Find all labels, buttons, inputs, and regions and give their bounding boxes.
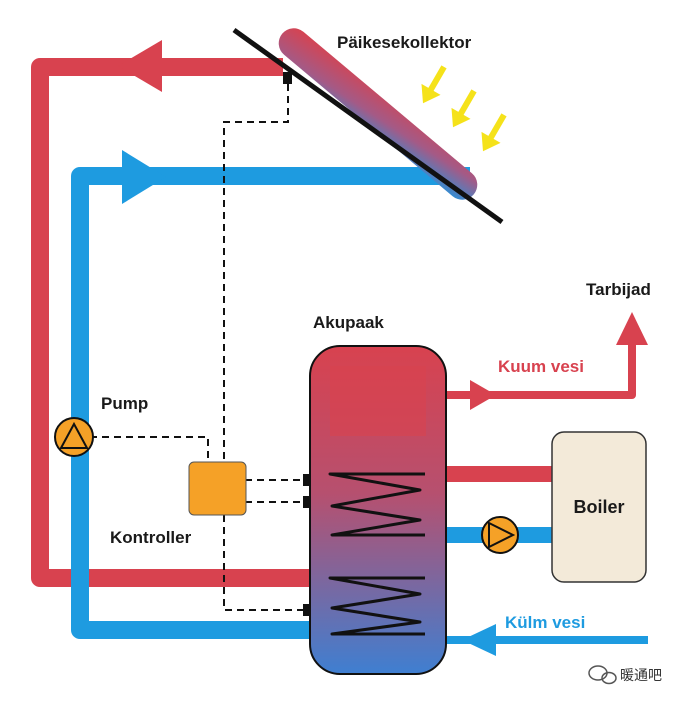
solar-collector — [278, 28, 478, 200]
tank-sensor-3 — [303, 604, 311, 616]
hot-water-label: Kuum vesi — [498, 357, 584, 376]
watermark-text: 暖通吧 — [620, 668, 662, 684]
cold-supply-pipe — [71, 167, 470, 639]
cold-water-label: Külm vesi — [505, 613, 585, 632]
controller-label: Kontroller — [110, 528, 192, 547]
boiler-pump-icon — [481, 516, 519, 554]
control-wiring — [90, 84, 305, 611]
hot-water-out-pipe — [446, 334, 636, 399]
solar-pump-icon — [54, 417, 94, 457]
upper-coil — [328, 472, 425, 537]
sun-ray-arrow-icon — [421, 65, 507, 152]
collector-frame-line — [232, 27, 504, 225]
tank-sensor-2 — [303, 496, 311, 508]
tank-hot-zone — [330, 366, 426, 436]
tank-sensor-1 — [303, 474, 311, 486]
consumers-label: Tarbijad — [586, 280, 651, 299]
hot-water-out-arrow-icon — [470, 380, 496, 410]
collector-sensor — [283, 72, 292, 84]
lower-coil — [328, 576, 425, 636]
tank-label: Akupaak — [313, 313, 384, 332]
controller — [188, 461, 247, 516]
cold-flow-arrow-icon — [122, 150, 166, 204]
cold-water-in-arrow-icon — [462, 624, 496, 656]
hot-flow-arrow-icon — [118, 40, 162, 92]
collector-label: Päikesekollektor — [337, 33, 472, 52]
pump-label: Pump — [101, 394, 148, 413]
boiler — [551, 431, 647, 583]
consumers-arrow-up-icon — [616, 312, 648, 345]
boiler-label: Boiler — [573, 497, 624, 517]
chat-bubble-icon — [588, 665, 617, 685]
